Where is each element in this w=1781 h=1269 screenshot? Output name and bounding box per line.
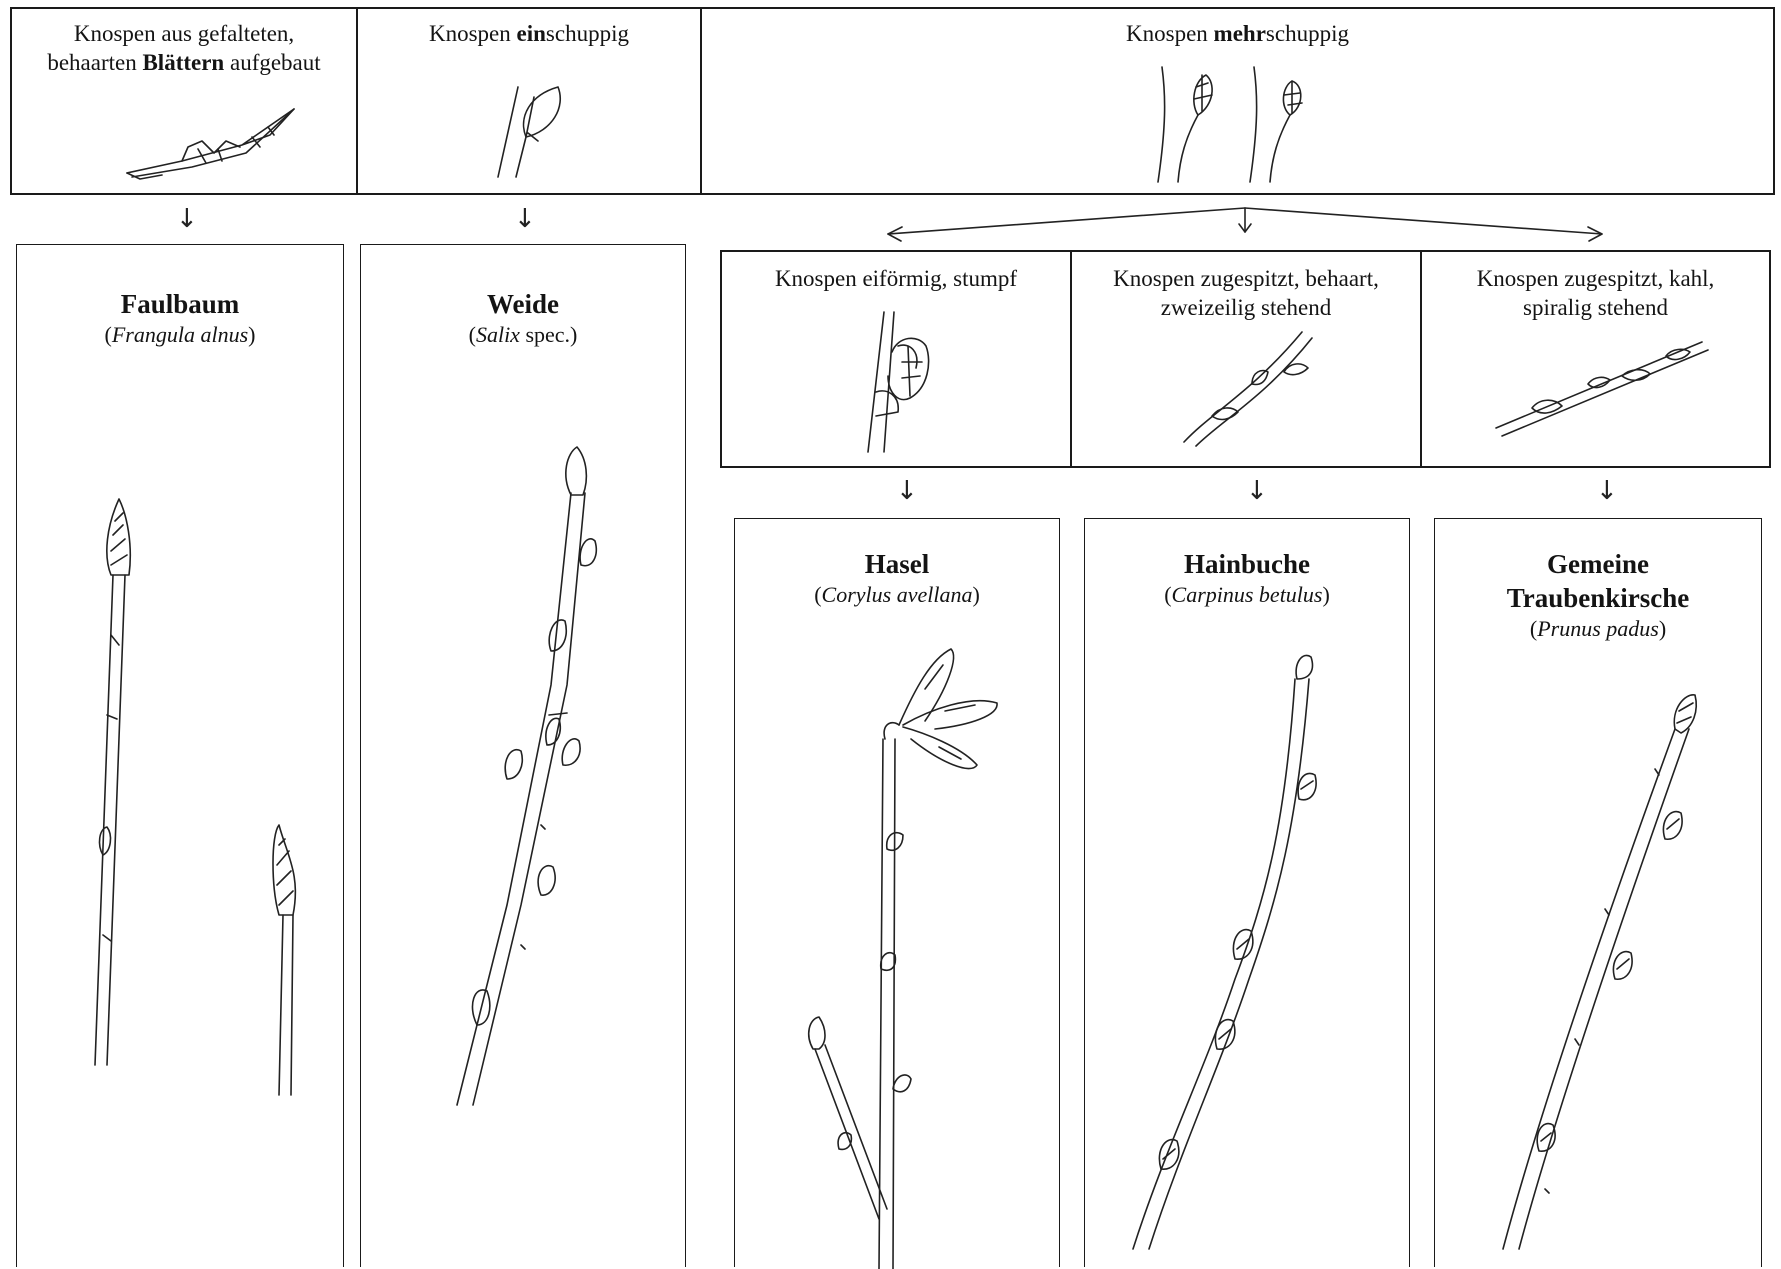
multi-scale-bud-icon: [1142, 67, 1342, 187]
folded-leaf-bud-icon: [122, 97, 302, 187]
species-scientific-name: (Prunus padus): [1435, 615, 1761, 643]
category-box-single-scale: Knospen einschuppig: [356, 7, 702, 195]
species-common-name: Hasel: [735, 547, 1059, 581]
species-common-name: Gemeine: [1435, 547, 1761, 581]
species-scientific-name: (Carpinus betulus): [1085, 581, 1409, 609]
subcategory-box-spiral: Knospen zugespitzt, kahl,spiralig stehen…: [1420, 250, 1771, 468]
category-box-folded-leaves: Knospen aus gefalteten, behaarten Blätte…: [10, 7, 358, 195]
arrow-down-hainbuche: ↓: [1246, 478, 1268, 504]
subcategory-label-distichous: Knospen zugespitzt, behaart,zweizeilig s…: [1072, 264, 1420, 322]
ovoid-bud-icon: [858, 312, 958, 452]
subcategory-label-ovoid: Knospen eiförmig, stumpf: [722, 264, 1070, 293]
arrow-down-weide: ↓: [514, 206, 536, 232]
species-common-name: Hainbuche: [1085, 547, 1409, 581]
species-common-name: Faulbaum: [17, 287, 343, 321]
species-panel-hainbuche: Hainbuche (Carpinus betulus): [1084, 518, 1410, 1267]
weide-twig-drawing: [451, 445, 621, 1105]
category-box-multi-scale: Knospen mehrschuppig: [700, 7, 1775, 195]
arrow-down-hasel: ↓: [896, 478, 918, 504]
category-label-single-scale: Knospen einschuppig: [358, 19, 700, 48]
species-common-name-2: Traubenkirsche: [1435, 581, 1761, 615]
subcategory-box-ovoid: Knospen eiförmig, stumpf: [720, 250, 1072, 468]
traubenkirsche-twig-drawing: [1495, 689, 1735, 1249]
species-scientific-name: (Corylus avellana): [735, 581, 1059, 609]
branch-arrows: [880, 198, 1610, 248]
species-panel-faulbaum: Faulbaum (Frangula alnus): [16, 244, 344, 1267]
species-common-name: Weide: [361, 287, 685, 321]
species-scientific-name: (Salix spec.): [361, 321, 685, 349]
subcategory-box-distichous: Knospen zugespitzt, behaart,zweizeilig s…: [1070, 250, 1422, 468]
hasel-twig-drawing: [775, 629, 1035, 1269]
single-scale-bud-icon: [468, 77, 598, 187]
faulbaum-twig-drawing: [67, 495, 327, 1075]
species-scientific-name: (Frangula alnus): [17, 321, 343, 349]
distichous-bud-icon: [1172, 332, 1332, 452]
category-label-folded-leaves: Knospen aus gefalteten, behaarten Blätte…: [12, 19, 356, 77]
category-label-multi-scale: Knospen mehrschuppig: [702, 19, 1773, 48]
subcategory-label-spiral: Knospen zugespitzt, kahl,spiralig stehen…: [1422, 264, 1769, 322]
arrow-down-traubenkirsche: ↓: [1596, 478, 1618, 504]
species-panel-traubenkirsche: Gemeine Traubenkirsche (Prunus padus): [1434, 518, 1762, 1267]
species-panel-hasel: Hasel (Corylus avellana): [734, 518, 1060, 1267]
hainbuche-twig-drawing: [1125, 649, 1385, 1249]
arrow-down-faulbaum: ↓: [176, 206, 198, 232]
species-panel-weide: Weide (Salix spec.): [360, 244, 686, 1267]
spiral-bud-icon: [1492, 336, 1712, 436]
